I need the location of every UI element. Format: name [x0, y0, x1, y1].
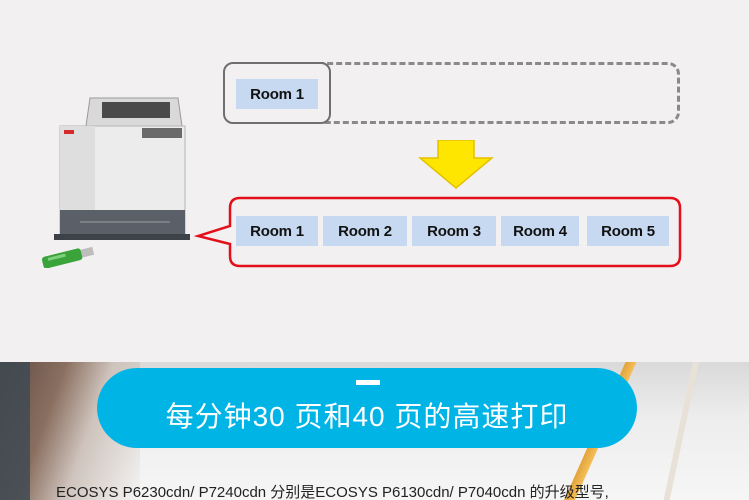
- pen-image: [661, 362, 701, 500]
- room-chip-5: Room 5: [587, 216, 669, 246]
- book-edge-image: [0, 362, 30, 500]
- room-chip-3: Room 3: [412, 216, 496, 246]
- banner-accent-bar: [356, 380, 380, 385]
- banner-title: 每分钟30 页和40 页的高速打印: [165, 401, 569, 432]
- room-chip-1: Room 1: [236, 216, 318, 246]
- printer-icon: [54, 97, 190, 240]
- photo-section: 每分钟30 页和40 页的高速打印 ECOSYS P6230cdn/ P7240…: [0, 362, 749, 500]
- diagram-section: Room 1 Room 1 Room 2 Room 3 Room 4 Room …: [41, 62, 682, 268]
- room-chip-4: Room 4: [501, 216, 579, 246]
- model-caption: ECOSYS P6230cdn/ P7240cdn 分别是ECOSYS P613…: [56, 484, 609, 500]
- down-arrow-icon: [418, 140, 494, 189]
- room-chip-single: Room 1: [236, 79, 318, 109]
- room-chip-2: Room 2: [323, 216, 407, 246]
- expansion-dashed-outline: [300, 62, 680, 124]
- usb-drive-icon: [41, 246, 95, 268]
